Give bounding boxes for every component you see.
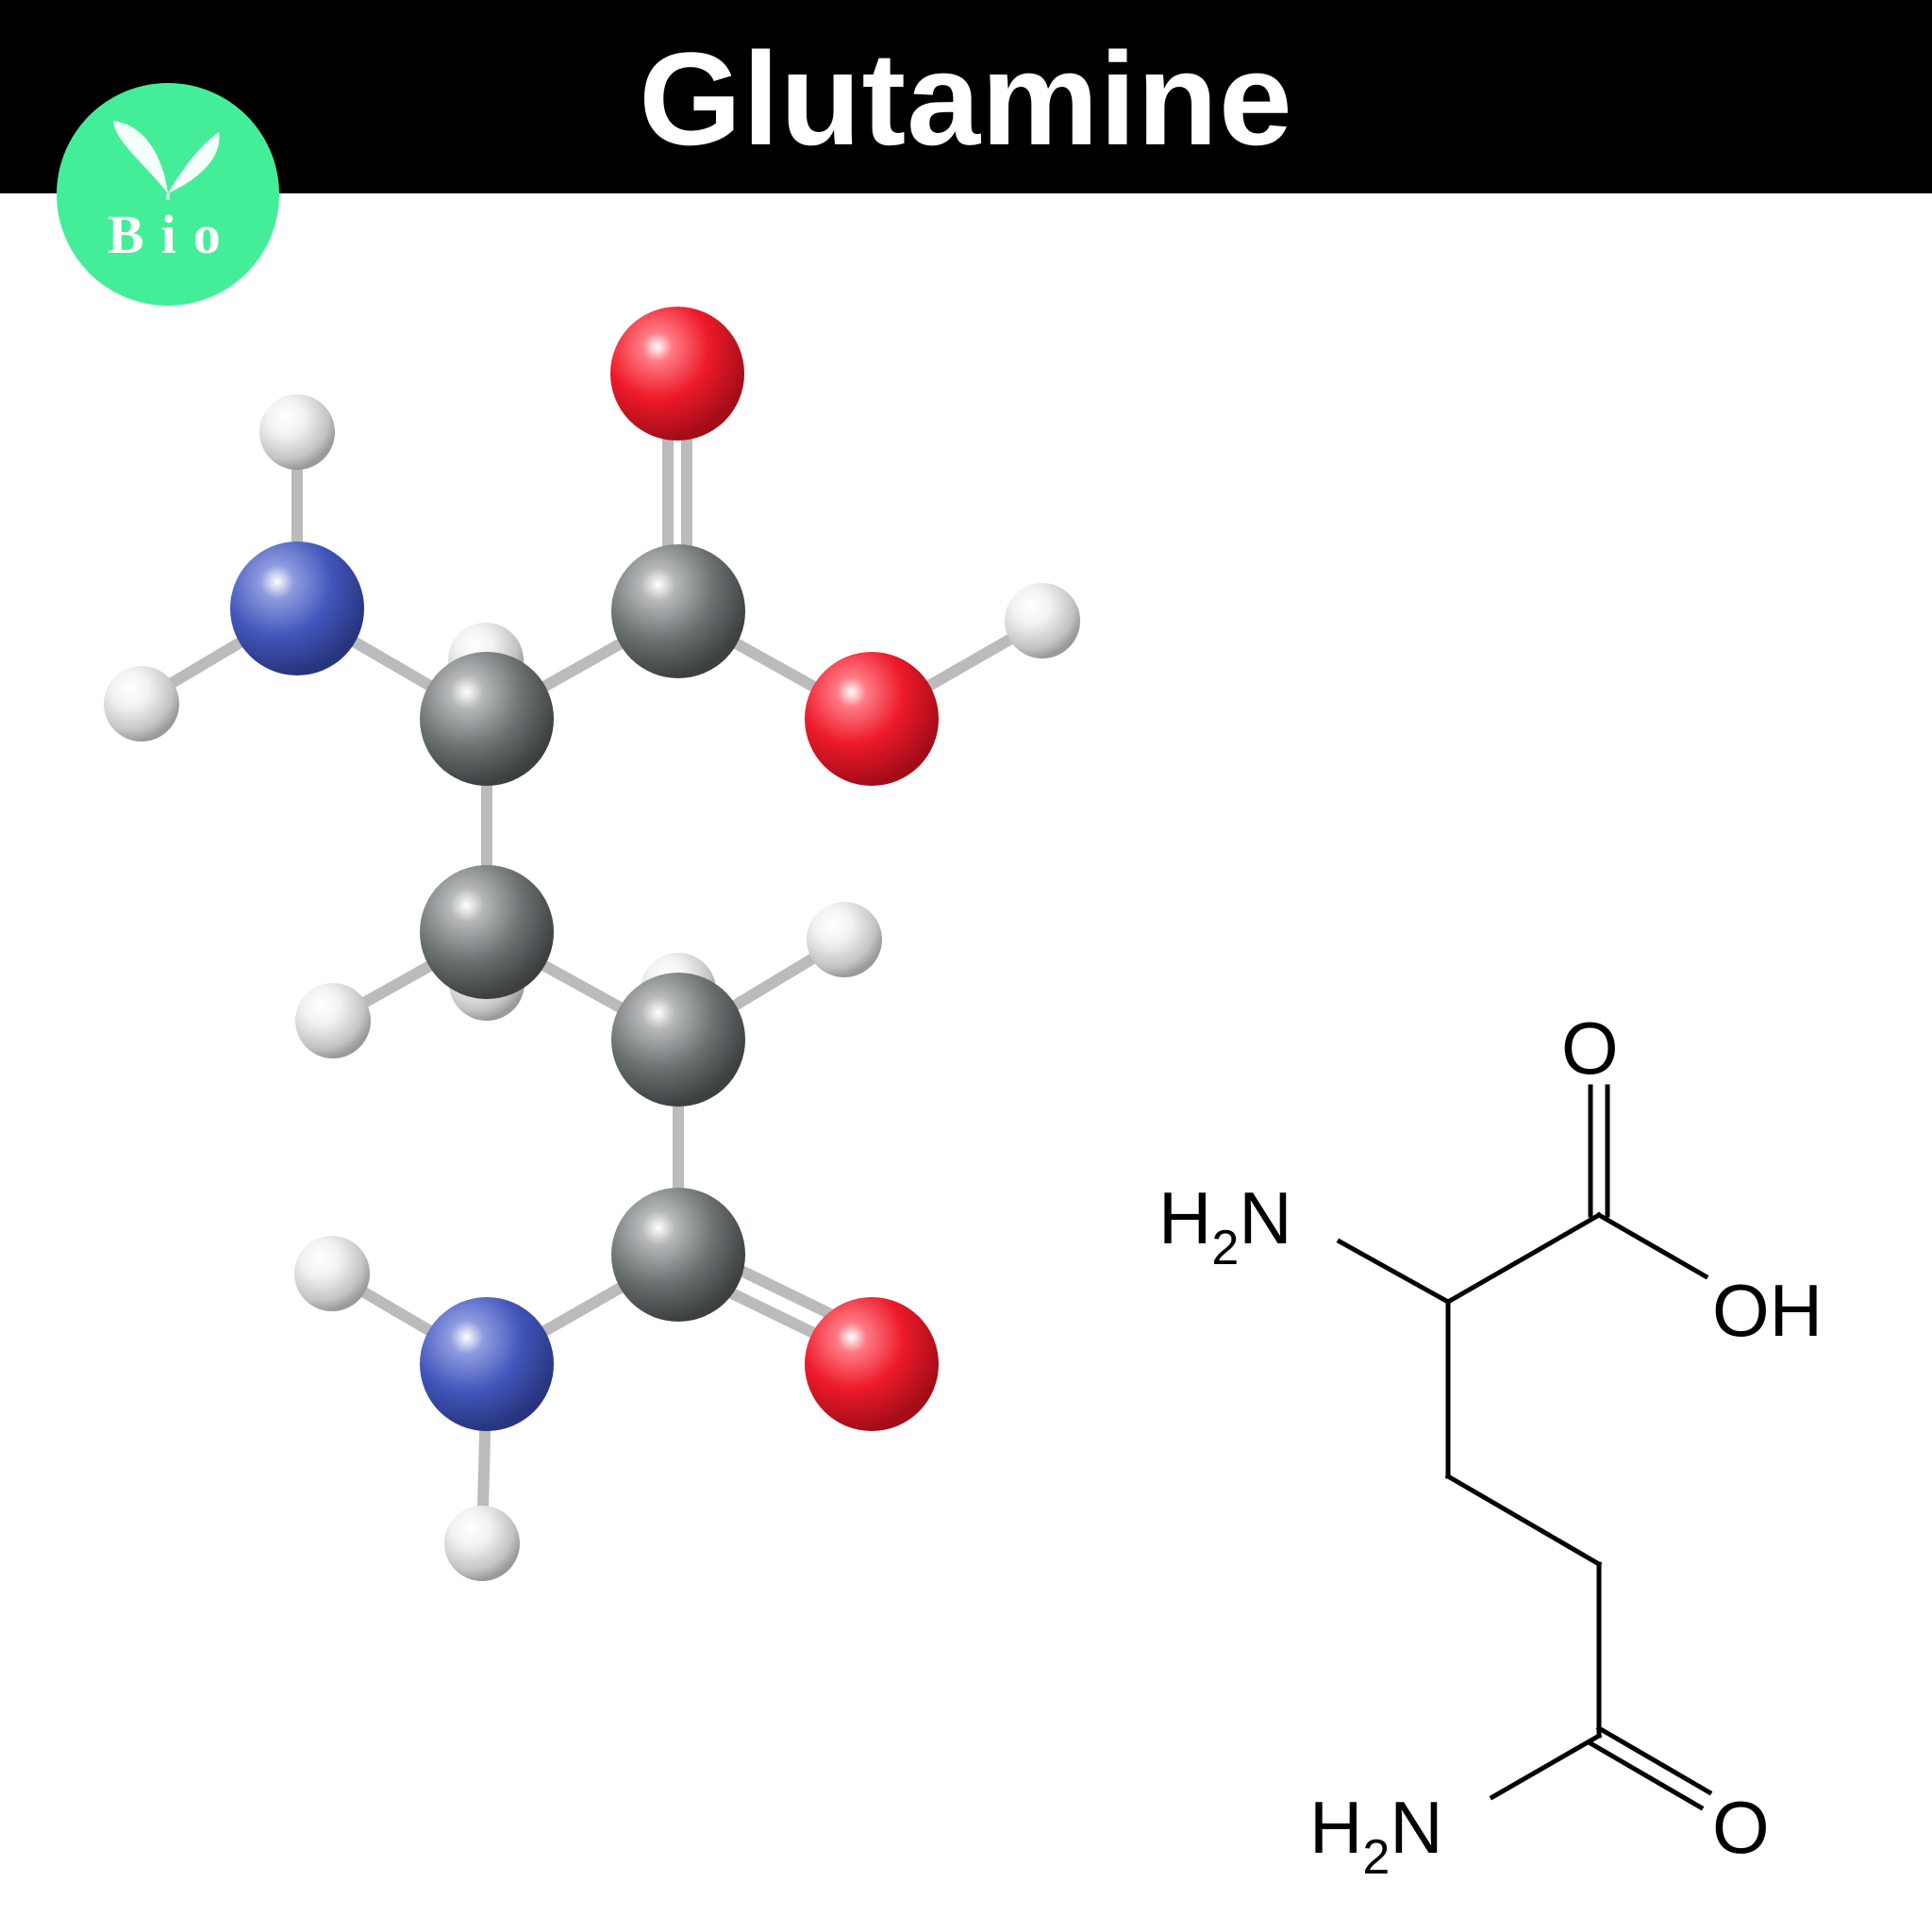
oxygen-atom <box>610 307 744 441</box>
carbon-atom <box>420 865 554 999</box>
title-bar <box>0 0 1932 193</box>
amide-group-label: H2N <box>1309 1786 1443 1885</box>
hydrogen-atom <box>259 394 335 470</box>
carbonyl-oxygen-top-label: O <box>1561 1007 1619 1090</box>
oxygen-atom <box>805 652 939 786</box>
carbon-atom <box>611 1188 745 1322</box>
structural-formula <box>1336 1084 1713 1811</box>
amino-group-label: H2N <box>1158 1176 1292 1275</box>
logo-text: Bio <box>108 204 238 265</box>
page-title: Glutamine <box>639 25 1293 173</box>
leaf-icon <box>113 121 220 200</box>
hydrogen-atom <box>295 983 371 1058</box>
nitrogen-atom <box>420 1297 554 1431</box>
hydrogen-atom <box>104 666 179 741</box>
formula-labels: H2N O OH H2N O <box>1158 1007 1823 1885</box>
carbon-atom <box>611 973 745 1107</box>
nitrogen-atom <box>230 541 364 675</box>
hydrogen-atom <box>294 1236 370 1311</box>
carbon-atom <box>611 544 745 678</box>
carbonyl-oxygen-bottom-label: O <box>1712 1786 1770 1869</box>
ball-and-stick-model <box>104 307 1080 1581</box>
hydrogen-atom <box>444 1506 520 1581</box>
hydroxyl-label: OH <box>1712 1269 1823 1352</box>
oxygen-atom <box>805 1297 939 1431</box>
hydrogen-atom <box>807 902 882 977</box>
bio-logo: Bio <box>57 83 279 306</box>
hydrogen-atom <box>1005 583 1080 658</box>
carbon-atom <box>420 652 554 786</box>
